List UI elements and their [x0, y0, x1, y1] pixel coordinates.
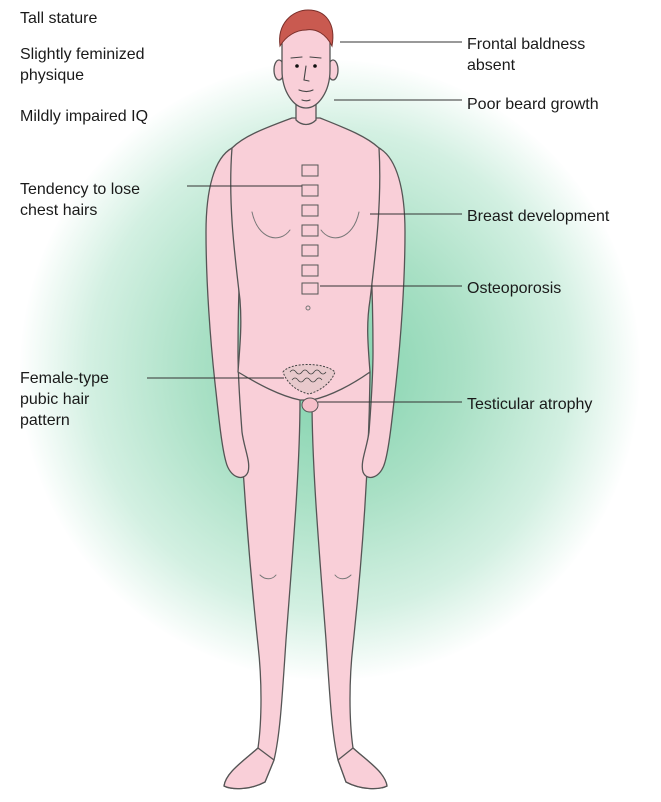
- testis: [302, 398, 318, 412]
- torso: [231, 118, 380, 400]
- label-frontal-baldness: Frontal baldness absent: [467, 34, 585, 76]
- label-tall-stature: Tall stature: [20, 8, 97, 29]
- label-breast-development: Breast development: [467, 206, 609, 227]
- label-pubic-hair: Female-type pubic hair pattern: [20, 368, 109, 431]
- label-impaired-iq: Mildly impaired IQ: [20, 106, 148, 127]
- label-chest-hairs: Tendency to lose chest hairs: [20, 179, 140, 221]
- left-eye: [313, 64, 317, 68]
- label-beard-growth: Poor beard growth: [467, 94, 599, 115]
- label-testicular-atrophy: Testicular atrophy: [467, 394, 592, 415]
- label-feminized-physique: Slightly feminized physique: [20, 44, 145, 86]
- label-osteoporosis: Osteoporosis: [467, 278, 561, 299]
- left-foot: [338, 748, 387, 789]
- right-foot: [224, 748, 274, 789]
- right-eye: [295, 64, 299, 68]
